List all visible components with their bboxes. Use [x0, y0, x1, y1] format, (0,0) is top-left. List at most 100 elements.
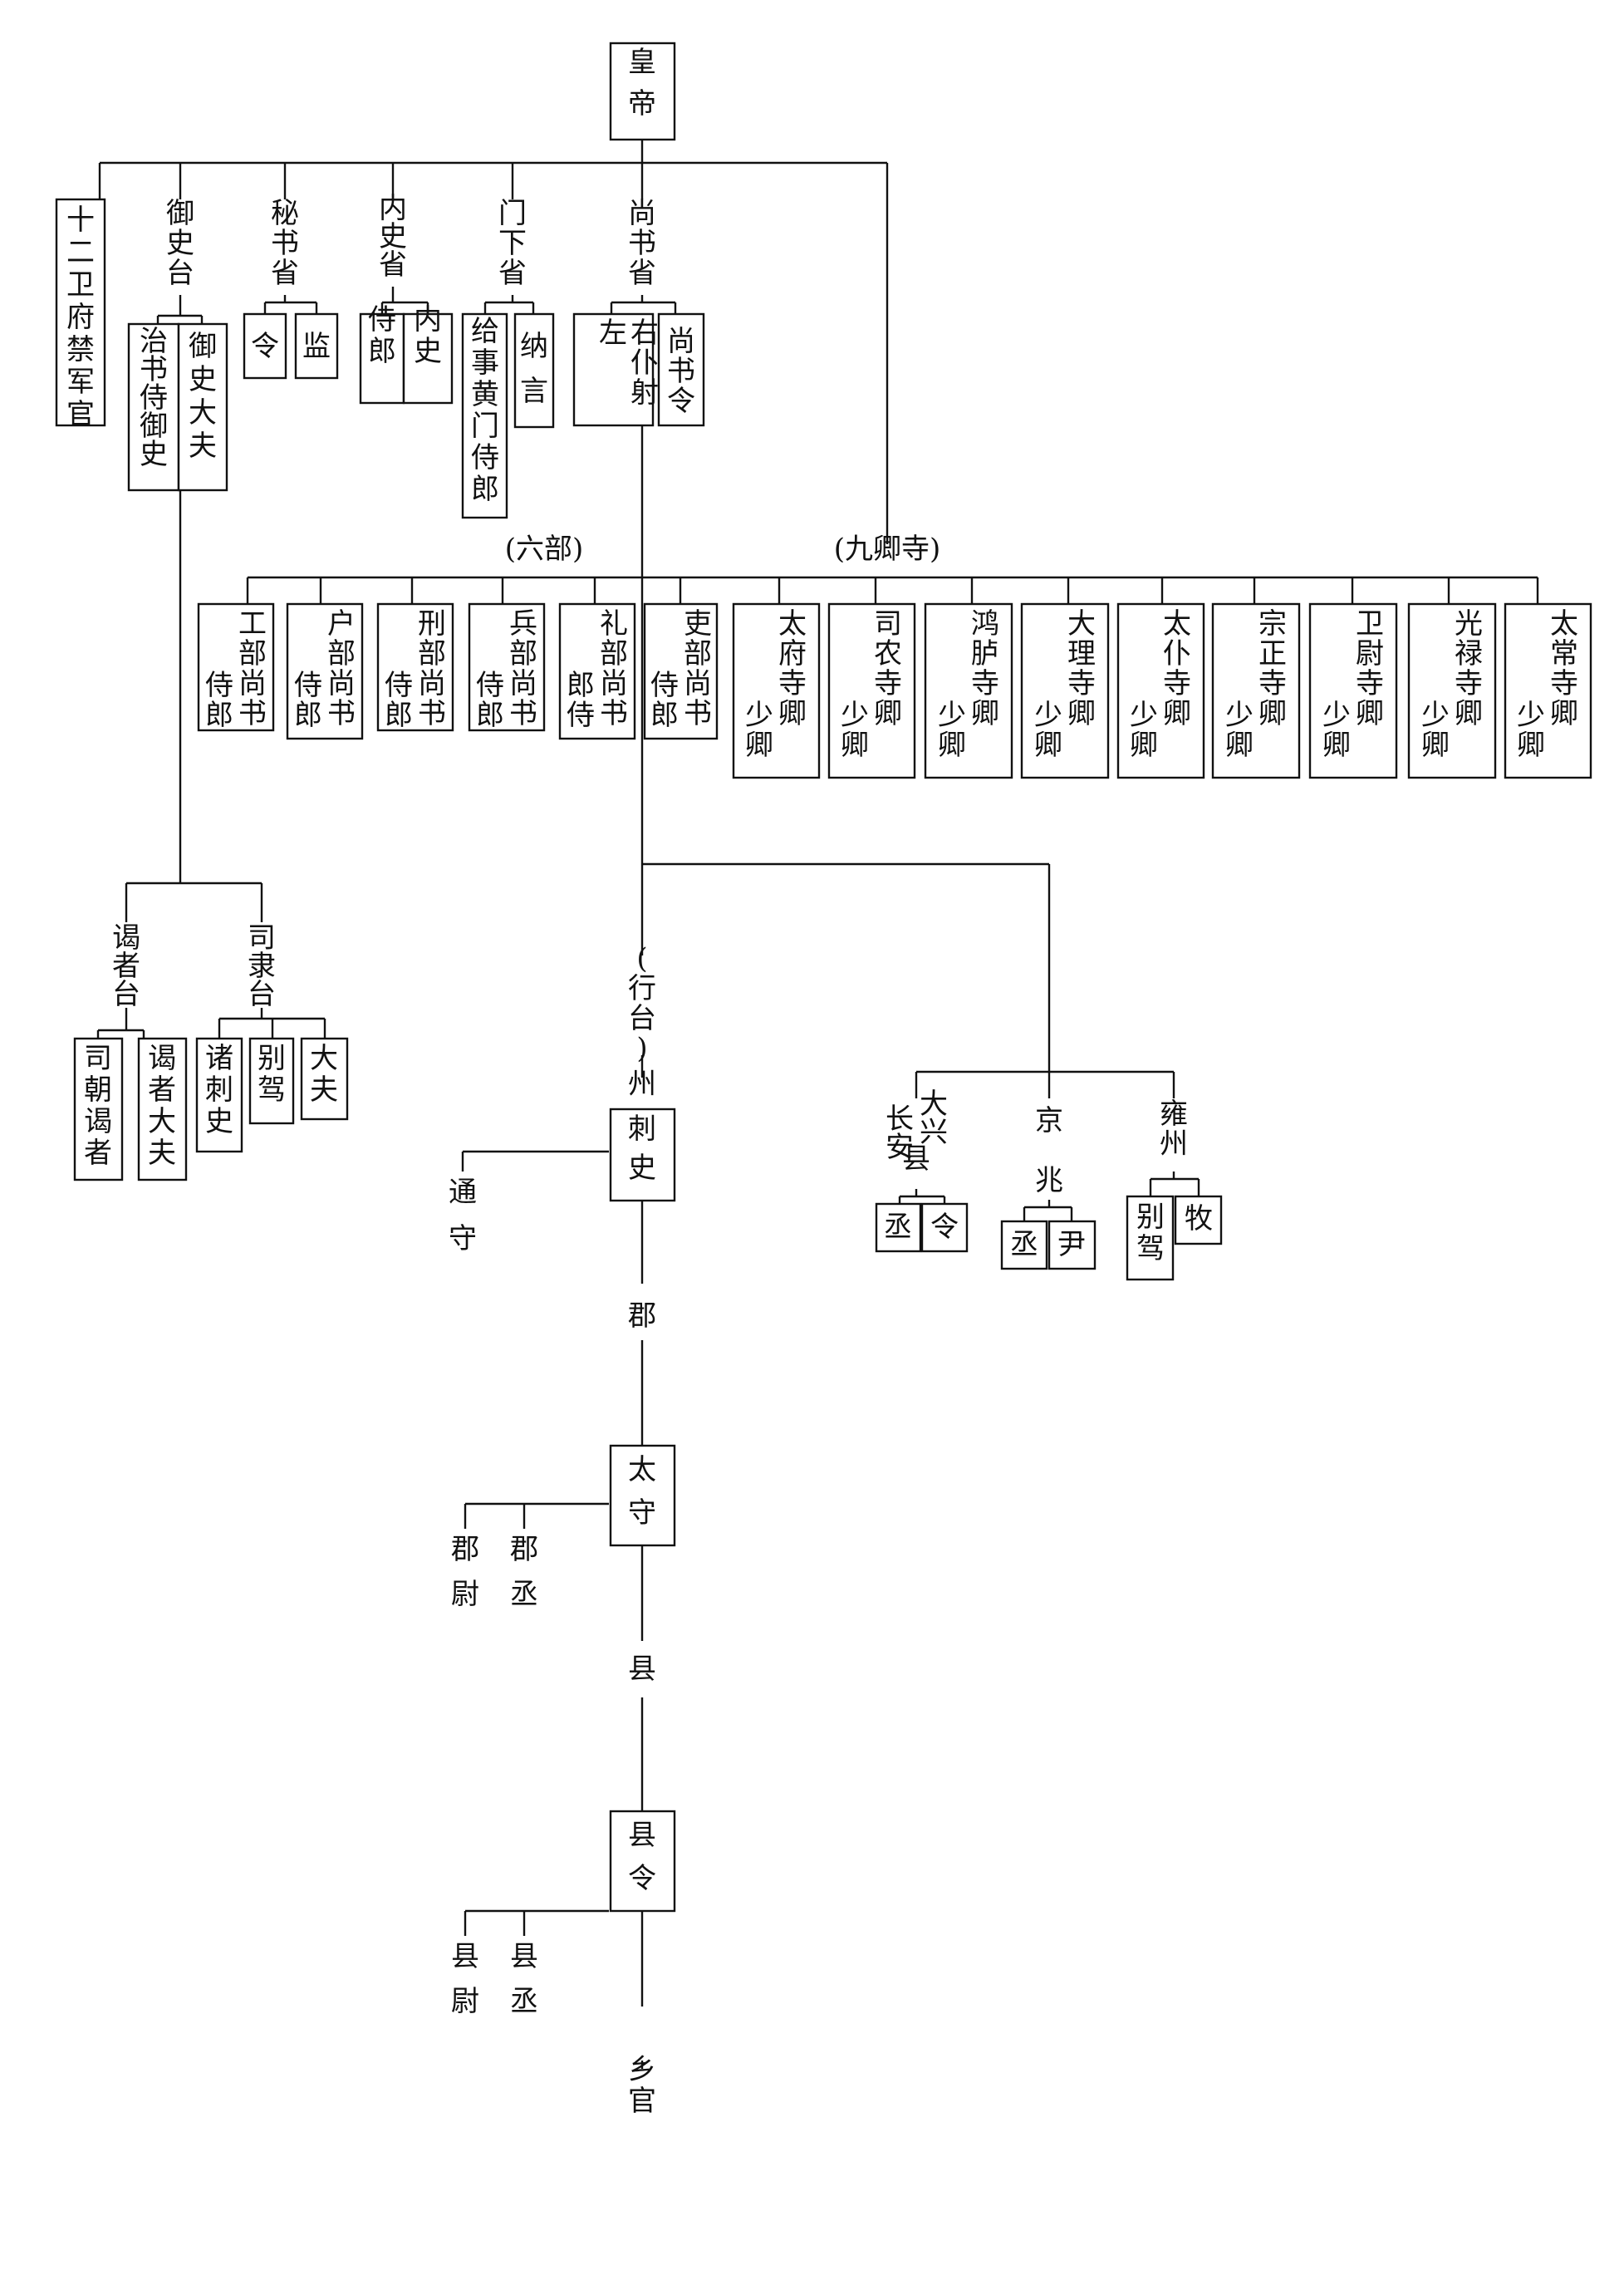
ministry-box [197, 602, 275, 732]
zhu-cishi-label: 诸刺史 [205, 1042, 233, 1138]
court-box [1116, 602, 1205, 779]
ministry-box [376, 602, 454, 732]
siechao-yezhe-label: 司朝谒者 [84, 1042, 112, 1170]
daxing-label: 大兴 [920, 1088, 948, 1149]
court-box [732, 602, 821, 779]
court-name-label: 太常寺卿 [1550, 607, 1578, 730]
secretariat-ling-label: 令 [251, 330, 279, 363]
changan-label: 长安 [886, 1103, 914, 1164]
censorate-label: 御史台 [166, 197, 194, 290]
zuoyou-pushe-box [572, 312, 655, 427]
zhu-cishi-box [195, 1037, 243, 1153]
juncheng-label: 郡丞 [510, 1533, 538, 1611]
shangshu-ling-label: 尚书令 [667, 325, 695, 418]
yongzhou-mu-label: 牧 [1185, 1202, 1213, 1235]
emperor-label: 皇帝 [628, 46, 656, 120]
ministry-vice-label: 侍郎 [294, 669, 322, 732]
court-box [1308, 602, 1398, 779]
court-box [924, 602, 1013, 779]
yongzhou-mu-box [1174, 1195, 1223, 1245]
yongzhou-label: 雍州 [1160, 1098, 1188, 1161]
xiangguan-label: 乡官 [628, 2053, 656, 2118]
court-vice-label: 少卿 [1225, 699, 1254, 762]
jishi-huangmen-shilang-box [461, 312, 508, 519]
ministry-box [468, 602, 546, 732]
xian-label: 县 [628, 1653, 656, 1686]
court-vice-label: 少卿 [1130, 699, 1158, 762]
ministry-vice-label: 侍郎 [476, 669, 504, 732]
sili-tai-label: 司隶台 [248, 921, 276, 1011]
emperor-box [609, 42, 676, 141]
capital-cheng-box [875, 1202, 922, 1253]
state-affairs-label: 尚书省 [628, 197, 656, 290]
yushi-dafu-box [177, 322, 228, 492]
court-box [1407, 602, 1497, 779]
court-vice-label: 少卿 [841, 699, 869, 762]
ministry-box [558, 602, 636, 740]
ministry-name-label: 兵部尚书 [509, 607, 537, 730]
court-vice-label: 少卿 [745, 699, 773, 762]
labels: 皇帝 十二卫府禁军官 御史台 秘书省 内史省 门下省 尚书省 治书侍御史 御史大… [66, 46, 1578, 2118]
court-labels: 太府寺卿少卿司农寺卿少卿鸿胪寺卿少卿大理寺卿少卿太仆寺卿少卿宗正寺卿少卿卫尉寺卿… [745, 607, 1578, 762]
ministry-name-label: 礼部尚书 [600, 607, 628, 730]
shangshu-ling-box [657, 312, 705, 427]
court-vice-label: 少卿 [1421, 699, 1450, 762]
yushi-dafu-label: 御史大夫 [189, 330, 217, 463]
jingzhao-label: 京兆 [1035, 1104, 1063, 1197]
secretariat-ling-box [243, 312, 287, 380]
zhishu-shiyushi-label: 治书侍御史 [140, 325, 168, 471]
cishi-label: 刺史 [628, 1113, 656, 1185]
ministry-vice-label: 郎侍 [567, 669, 595, 732]
siechao-yezhe-box [73, 1037, 124, 1181]
sili-dafu-box [300, 1037, 349, 1121]
court-name-label: 大理寺卿 [1067, 607, 1096, 730]
nayan-label: 纳言 [520, 330, 548, 408]
sili-biejia-label: 别驾 [258, 1042, 286, 1107]
ministry-vice-label: 侍郎 [205, 669, 233, 732]
boxes [55, 42, 1592, 1913]
cishi-box [609, 1108, 676, 1202]
taishou-label: 太守 [628, 1453, 656, 1530]
jun-label: 郡 [628, 1299, 656, 1333]
ministry-name-label: 吏部尚书 [684, 607, 712, 730]
yongzhou-biejia-label: 别驾 [1136, 1201, 1165, 1265]
court-box [1020, 602, 1110, 779]
neishi-neishi-label: 内史 [414, 303, 442, 368]
ministry-name-label: 刑部尚书 [418, 607, 446, 730]
ministry-vice-label: 侍郎 [650, 669, 679, 732]
court-name-label: 光禄寺卿 [1455, 607, 1483, 730]
secretariat-jian-box [294, 312, 339, 380]
court-vice-label: 少卿 [1322, 699, 1351, 762]
capital-ling-label: 令 [930, 1211, 959, 1244]
court-name-label: 鸿胪寺卿 [971, 607, 999, 730]
ministry-name-label: 工部尚书 [238, 607, 267, 730]
palace-secretariat-label: 内史省 [379, 192, 407, 282]
jingzhao-cheng-label: 丞 [1010, 1228, 1038, 1261]
six-ministries-label: (六部) [505, 533, 584, 566]
jingzhao-yin-label: 尹 [1057, 1228, 1086, 1261]
court-box [1504, 602, 1592, 779]
zhishu-shiyushi-box [127, 322, 180, 492]
zhou-label: 州 [628, 1068, 656, 1101]
court-box [1211, 602, 1301, 779]
court-name-label: 卫尉寺卿 [1356, 607, 1384, 730]
court-vice-label: 少卿 [1517, 699, 1545, 762]
ministry-name-label: 户部尚书 [327, 607, 356, 730]
sili-dafu-label: 大夫 [310, 1042, 338, 1107]
xiancheng-label: 县丞 [510, 1940, 538, 2018]
neishi-neishi-box [402, 312, 454, 405]
junwei-label: 郡尉 [451, 1533, 479, 1611]
xianwei-label: 县尉 [451, 1940, 479, 2018]
capital-cheng-label: 丞 [884, 1211, 912, 1244]
taishou-box [609, 1444, 676, 1547]
court-name-label: 太仆寺卿 [1163, 607, 1191, 730]
secretariat-jian-label: 监 [302, 330, 331, 363]
guards-label: 十二卫府禁军官 [66, 204, 95, 431]
sili-biejia-box [248, 1037, 295, 1125]
ministry-box [643, 602, 719, 740]
xingtai-label: (行台) [628, 942, 656, 1065]
connector-lines [96, 140, 1539, 2069]
zuoyou-pushe-label: 左右仆射 [599, 317, 659, 410]
guards-box [55, 198, 106, 427]
